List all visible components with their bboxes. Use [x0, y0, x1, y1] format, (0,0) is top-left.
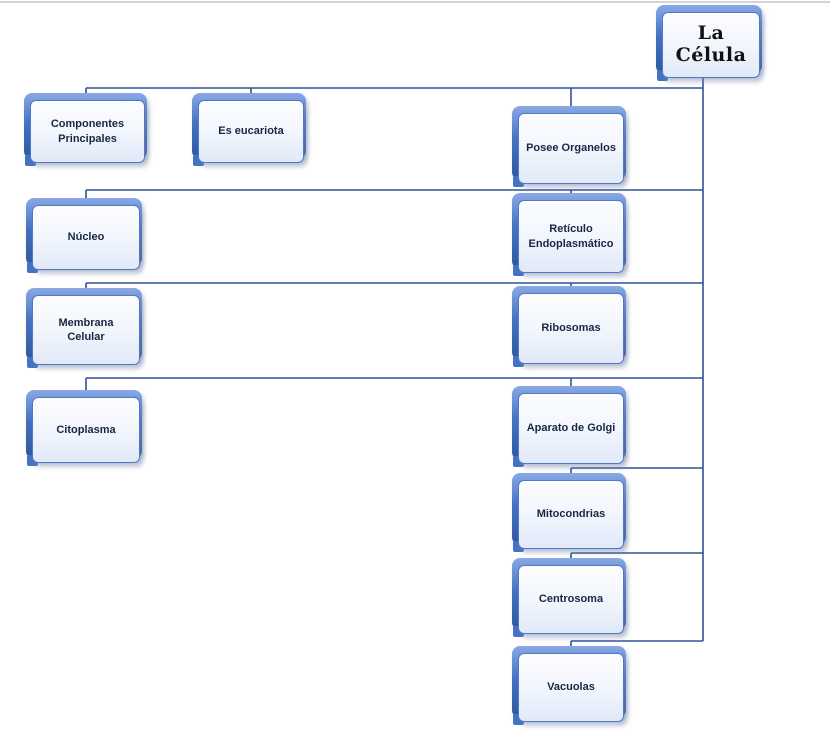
node-vacuolas[interactable]: Vacuolas [512, 646, 626, 725]
page-top-border [0, 1, 830, 3]
node-face: Núcleo [32, 205, 140, 270]
node-label: Componentes Principales [50, 118, 125, 145]
node-label: Membrana Celular [58, 316, 114, 343]
node-label: Posee Organelos [526, 142, 616, 155]
node-face: Ribosomas [518, 293, 624, 364]
node-label: Centrosoma [538, 593, 604, 606]
node-label: Es eucariota [218, 125, 284, 138]
node-label: Mitocondrias [536, 508, 606, 521]
node-label: Vacuolas [547, 681, 595, 694]
node-centrosoma[interactable]: Centrosoma [512, 558, 626, 637]
node-face: Citoplasma [32, 397, 140, 463]
node-ribosomas[interactable]: Ribosomas [512, 286, 626, 367]
node-face: Retículo Endoplasmático [518, 200, 624, 273]
node-face: Es eucariota [198, 100, 304, 163]
node-nucleo[interactable]: Núcleo [26, 198, 142, 273]
node-face: La Célula [662, 12, 760, 78]
node-la-celula[interactable]: La Célula [656, 5, 762, 81]
node-citoplasma[interactable]: Citoplasma [26, 390, 142, 466]
node-aparato-de-golgi[interactable]: Aparato de Golgi [512, 386, 626, 467]
node-label: Retículo Endoplasmático [528, 223, 614, 250]
node-componentes-principales[interactable]: Componentes Principales [24, 93, 147, 166]
node-posee-organelos[interactable]: Posee Organelos [512, 106, 626, 187]
node-label: La Célula [675, 22, 747, 66]
node-membrana-celular[interactable]: Membrana Celular [26, 288, 142, 368]
node-mitocondrias[interactable]: Mitocondrias [512, 473, 626, 552]
node-label: Aparato de Golgi [526, 422, 616, 435]
node-face: Aparato de Golgi [518, 393, 624, 464]
node-label: Núcleo [67, 231, 105, 244]
node-reticulo-endoplasmatico[interactable]: Retículo Endoplasmático [512, 193, 626, 276]
node-face: Componentes Principales [30, 100, 145, 163]
node-face: Vacuolas [518, 653, 624, 722]
node-label: Ribosomas [541, 322, 601, 335]
node-face: Centrosoma [518, 565, 624, 634]
node-face: Posee Organelos [518, 113, 624, 184]
node-face: Mitocondrias [518, 480, 624, 549]
node-es-eucariota[interactable]: Es eucariota [192, 93, 306, 166]
node-label: Citoplasma [56, 423, 116, 436]
node-face: Membrana Celular [32, 295, 140, 365]
